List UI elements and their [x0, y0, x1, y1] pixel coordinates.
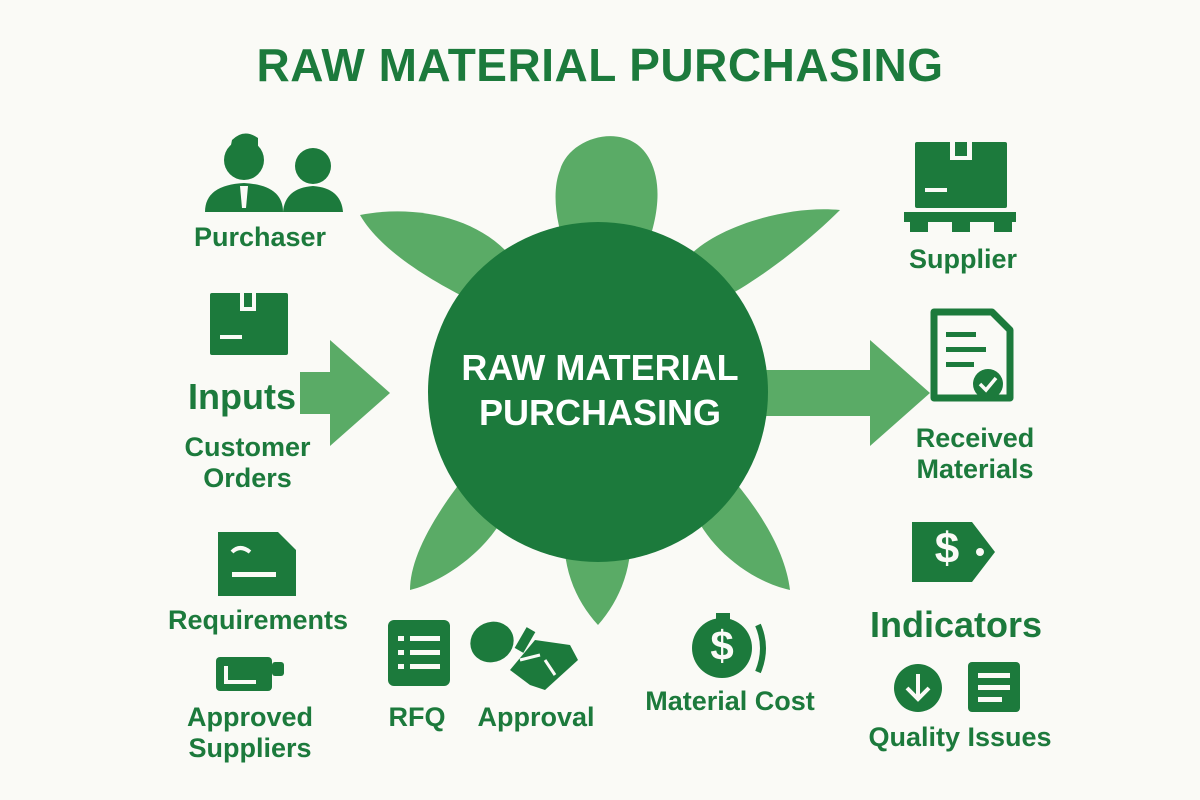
received-materials-line2: Materials [916, 454, 1034, 485]
petal-top-right [690, 209, 840, 300]
price-tag-icon [912, 522, 995, 582]
download-icon [894, 664, 942, 712]
left-arrow [300, 340, 390, 446]
page-title: RAW MATERIAL PURCHASING [256, 39, 944, 91]
box-icon [210, 293, 288, 355]
received-materials-label: Received Materials [895, 423, 1055, 485]
requirements-label: Requirements [167, 605, 349, 635]
tag-dollar-sign: $ [934, 524, 960, 573]
approved-suppliers-line2: Suppliers [188, 733, 312, 764]
checklist-document-icon [930, 308, 1014, 402]
center-label: RAW MATERIAL PURCHASING [430, 345, 770, 435]
list-icon [388, 620, 450, 686]
supplier-label: Supplier [908, 244, 1017, 274]
handshake-icon [470, 621, 578, 690]
petal-top-left [360, 211, 505, 300]
approval-label: Approval [477, 702, 595, 732]
received-materials-line1: Received [915, 423, 1035, 453]
quality-list-icon [968, 662, 1020, 712]
coin-icon [216, 657, 284, 691]
indicators-label: Indicators [869, 604, 1043, 645]
people-icon [205, 133, 343, 212]
rfq-label: RFQ [388, 702, 446, 732]
right-arrow [765, 340, 930, 446]
center-label-line1: RAW MATERIAL [461, 347, 739, 388]
document-icon [218, 532, 296, 596]
material-cost-label: Material Cost [645, 686, 815, 716]
inputs-label: Inputs [188, 376, 296, 417]
purchaser-label: Purchaser [193, 222, 327, 252]
center-circle [428, 222, 768, 562]
center-label-line2: PURCHASING [478, 392, 721, 433]
coin-dollar-sign: $ [710, 622, 734, 669]
approved-suppliers-line1: Approved [186, 702, 313, 732]
pallet-box-icon [904, 142, 1016, 232]
customer-orders-line2: Orders [203, 463, 292, 494]
quality-issues-label: Quality Issues [868, 722, 1052, 752]
dollar-coin-icon [692, 613, 766, 678]
customer-orders-line1: Customer [184, 432, 311, 462]
customer-orders-label: Customer Orders [165, 432, 330, 494]
approved-suppliers-label: Approved Suppliers [165, 702, 335, 764]
